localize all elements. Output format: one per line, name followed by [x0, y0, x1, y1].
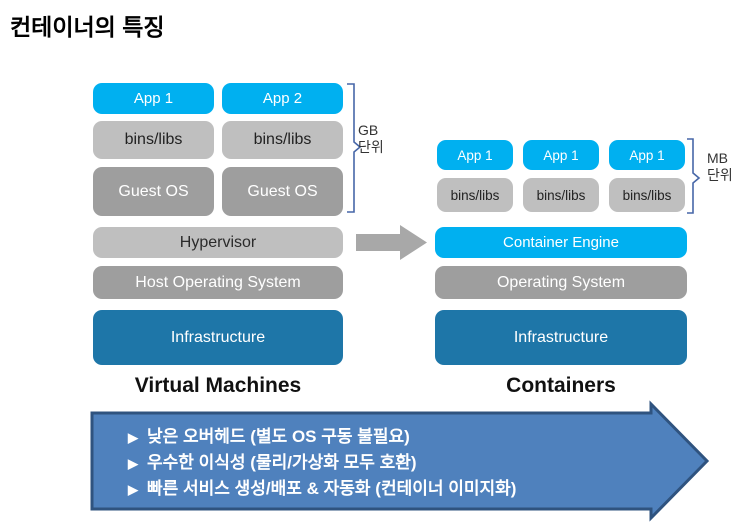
vm-binslibs-box: bins/libs: [93, 121, 214, 159]
container-unit-label: MB 단위: [707, 150, 733, 184]
vm-stack-label: Virtual Machines: [134, 374, 302, 397]
benefit-item: ▶ 우수한 이식성 (물리/가상화 모두 호환): [128, 450, 516, 476]
benefit-item: ▶ 빠른 서비스 생성/배포 & 자동화 (컨테이너 이미지화): [128, 476, 516, 502]
vm-unit-line2: 단위: [358, 139, 384, 155]
triangle-bullet-icon: ▶: [128, 456, 138, 471]
page-title: 컨테이너의 특징: [10, 14, 165, 40]
vm-unit-line1: GB: [358, 122, 379, 138]
vm-binslibs-box: bins/libs: [222, 121, 343, 159]
container-unit-line2: 단위: [707, 167, 733, 183]
container-stack-label: Containers: [506, 374, 616, 397]
container-app-box: App 1: [523, 140, 599, 170]
vm-hypervisor-box: Hypervisor: [93, 227, 343, 258]
benefits-arrow-shape: [90, 400, 710, 522]
mb-size-bracket-icon: [687, 138, 701, 214]
vm-guestos-box: Guest OS: [93, 167, 214, 216]
container-infrastructure-box: Infrastructure: [435, 310, 687, 365]
triangle-bullet-icon: ▶: [128, 430, 138, 445]
container-unit-line1: MB: [707, 150, 728, 166]
gb-size-bracket-icon: [347, 83, 362, 213]
container-binslibs-box: bins/libs: [523, 178, 599, 212]
container-os-box: Operating System: [435, 266, 687, 299]
vm-infrastructure-box: Infrastructure: [93, 310, 343, 365]
vm-unit-label: GB 단위: [358, 122, 384, 156]
vm-host-os-box: Host Operating System: [93, 266, 343, 299]
container-app-box: App 1: [609, 140, 685, 170]
vm-app1-box: App 1: [93, 83, 214, 114]
benefit-text: 우수한 이식성 (물리/가상화 모두 호환): [147, 453, 417, 472]
container-binslibs-box: bins/libs: [437, 178, 513, 212]
vm-guestos-box: Guest OS: [222, 167, 343, 216]
benefit-item: ▶ 낮은 오버헤드 (별도 OS 구동 불필요): [128, 424, 516, 450]
container-binslibs-box: bins/libs: [609, 178, 685, 212]
container-app-box: App 1: [437, 140, 513, 170]
benefit-text: 낮은 오버헤드 (별도 OS 구동 불필요): [147, 427, 410, 446]
triangle-bullet-icon: ▶: [128, 482, 138, 497]
benefit-text: 빠른 서비스 생성/배포 & 자동화 (컨테이너 이미지화): [147, 479, 517, 498]
container-engine-box: Container Engine: [435, 227, 687, 258]
benefits-list: ▶ 낮은 오버헤드 (별도 OS 구동 불필요) ▶ 우수한 이식성 (물리/가상화…: [128, 424, 516, 502]
vm-app2-box: App 2: [222, 83, 343, 114]
transition-arrow-icon: [356, 225, 427, 260]
